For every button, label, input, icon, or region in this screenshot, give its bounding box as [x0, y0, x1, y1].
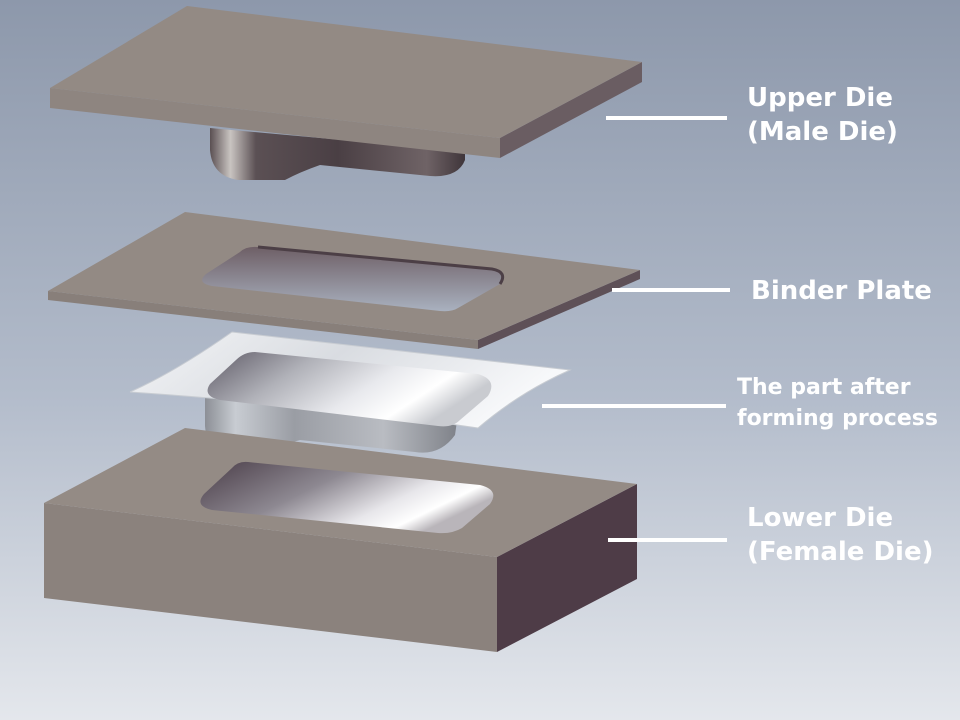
lower-die: [44, 428, 637, 652]
binder-plate-front-face: [48, 291, 478, 349]
leader-lines: [542, 116, 730, 542]
label-upper-die-line1: Upper Die: [747, 83, 893, 113]
upper-die-front-face: [50, 88, 500, 158]
binder-plate-opening-rim: [257, 245, 505, 285]
upper-die-side-face: [500, 62, 642, 158]
upper-die: [50, 6, 642, 180]
lower-die-side-face: [497, 484, 637, 652]
label-lower-die-line1: Lower Die: [747, 503, 894, 533]
binder-plate: [48, 212, 640, 349]
label-formed-part: The part after forming process: [737, 372, 938, 434]
lower-die-front-face: [44, 503, 497, 652]
upper-die-top-face: [50, 6, 642, 138]
label-formed-part-line1: The part after: [737, 375, 911, 400]
lower-die-cavity: [200, 461, 494, 534]
binder-plate-side-face: [478, 270, 640, 349]
label-binder-plate-line1: Binder Plate: [751, 276, 932, 306]
label-formed-part-line2: forming process: [737, 406, 938, 432]
label-binder-plate: Binder Plate: [751, 275, 932, 309]
label-upper-die: Upper Die (Male Die): [747, 82, 898, 150]
label-upper-die-line2: (Male Die): [747, 116, 898, 147]
formed-part-cup-interior: [207, 352, 492, 427]
upper-die-punch: [210, 128, 465, 180]
label-lower-die: Lower Die (Female Die): [747, 502, 933, 570]
label-lower-die-line2: (Female Die): [747, 536, 934, 567]
